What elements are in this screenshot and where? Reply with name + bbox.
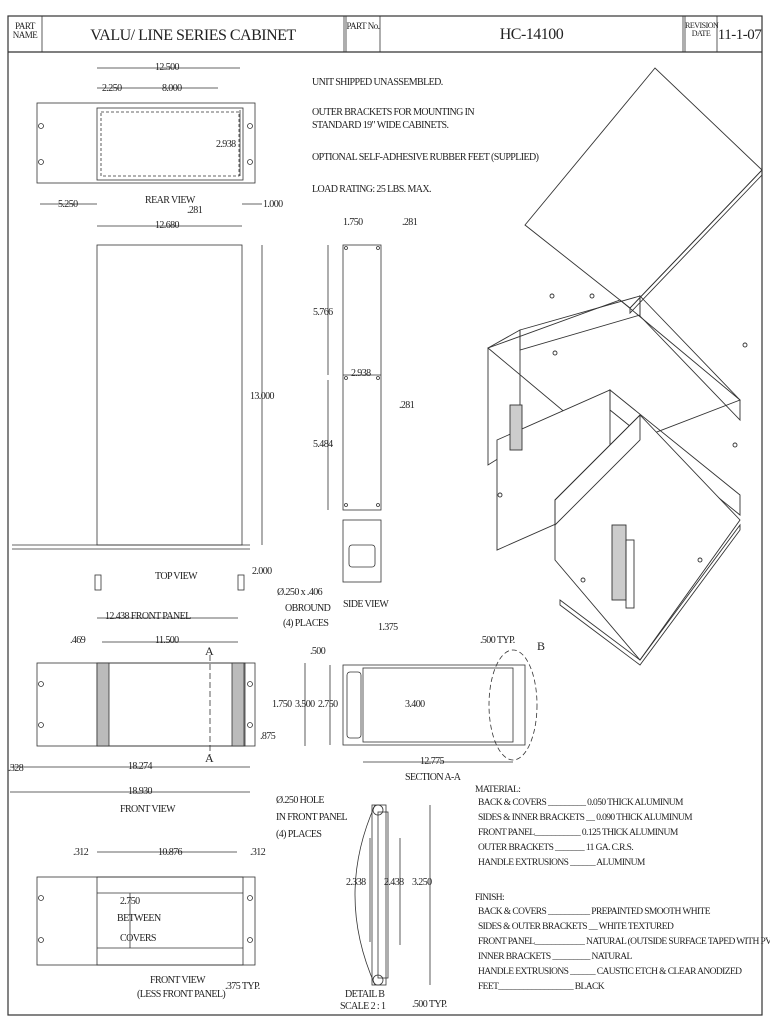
- detail-b-drawing: [354, 804, 431, 986]
- dimension: 3.500: [295, 699, 315, 710]
- dimension: .500 TYP.: [412, 999, 447, 1010]
- finish-row: SIDES & OUTER BRACKETS __ WHITE TEXTURED: [478, 922, 674, 932]
- note: LOAD RATING: 25 LBS. MAX.: [312, 184, 432, 195]
- view-title-front: FRONT VIEW: [120, 804, 176, 815]
- finish-row: HANDLE EXTRUSIONS ______ CAUSTIC ETCH & …: [478, 967, 742, 977]
- dimension: 3.250: [412, 877, 432, 888]
- callout: OBROUND: [285, 603, 331, 614]
- dimension: .500: [310, 646, 326, 657]
- dimension: 12.500: [155, 62, 180, 73]
- top-view-drawing: [12, 225, 263, 591]
- view-title-section: SECTION A-A: [405, 772, 461, 783]
- dimension: 2.000: [252, 566, 272, 577]
- sheet-border: [7, 15, 763, 1016]
- view-title-top: TOP VIEW: [155, 571, 198, 582]
- dimension: 2.438: [384, 877, 404, 888]
- dimension: 8.000: [162, 83, 182, 94]
- dimension: 18.274: [128, 761, 153, 772]
- note: UNIT SHIPPED UNASSEMBLED.: [312, 77, 443, 88]
- dimension: 1.750: [272, 699, 292, 710]
- view-title-rear: REAR VIEW: [145, 195, 195, 206]
- dimension: .469: [70, 635, 86, 646]
- part-number: HC-14100: [499, 26, 564, 43]
- dimension: .281: [187, 205, 203, 216]
- dimension: 2.750: [318, 699, 338, 710]
- dimension: 12.775: [420, 756, 445, 767]
- finish-row: INNER BRACKETS _________ NATURAL: [478, 952, 632, 962]
- note: OUTER BRACKETS FOR MOUNTING IN: [312, 107, 475, 118]
- dimension: 1.375: [378, 622, 398, 633]
- note: OPTIONAL SELF-ADHESIVE RUBBER FEET (SUPP…: [312, 152, 539, 163]
- dimension: .281: [402, 217, 418, 228]
- dimension: 10.876: [158, 847, 183, 858]
- part-name: VALU/ LINE SERIES CABINET: [90, 27, 296, 44]
- dimension: .281: [399, 400, 415, 411]
- dimension: .375 TYP.: [225, 981, 260, 992]
- section-marker: A: [205, 751, 214, 765]
- isometric-exploded-view: [487, 67, 763, 666]
- dimension: 2.938: [216, 139, 236, 150]
- view-title-detail: DETAIL B: [345, 989, 385, 1000]
- material-title: MATERIAL:: [475, 785, 521, 795]
- dimension: 2.750: [120, 896, 140, 907]
- dimension: 12.438 FRONT PANEL: [105, 611, 191, 622]
- callout: Ø.250 HOLE: [276, 795, 324, 806]
- view-title-front-less: FRONT VIEW: [150, 975, 206, 986]
- front-view-drawing: [10, 617, 306, 793]
- dimension: 1.000: [263, 199, 283, 210]
- note: STANDARD 19" WIDE CABINETS.: [312, 120, 449, 131]
- material-row: OUTER BRACKETS _______ 11 GA. C.R.S.: [478, 843, 634, 853]
- dimension: 2.250: [102, 83, 122, 94]
- material-row: BACK & COVERS _________ 0.050 THICK ALUM…: [478, 798, 683, 808]
- dimension: 5.484: [313, 439, 333, 450]
- dimension: .312: [73, 847, 89, 858]
- dimension: .312: [250, 847, 266, 858]
- dimension: 2.338: [346, 877, 366, 888]
- part-name-label: PART NAME: [12, 21, 38, 41]
- dimension: 13.000: [250, 391, 275, 402]
- dimension: .500 TYP.: [480, 635, 515, 646]
- dimension: 11.500: [155, 635, 179, 646]
- material-row: FRONT PANEL___________ 0.125 THICK ALUMI…: [478, 828, 678, 838]
- dimension: 12.680: [155, 220, 180, 231]
- callout: Ø.250 x .406: [277, 587, 323, 598]
- view-title-side: SIDE VIEW: [343, 599, 389, 610]
- front-view-less-panel-drawing: [36, 851, 256, 966]
- callout: (4) PLACES: [276, 829, 322, 840]
- section-marker: A: [205, 644, 214, 658]
- finish-row: BACK & COVERS __________ PREPAINTED SMOO…: [478, 907, 711, 917]
- finish-row: FRONT PANEL____________ NATURAL (OUTSIDE…: [478, 937, 770, 947]
- dimension: 2.938: [351, 368, 371, 379]
- side-view-drawing: [327, 244, 382, 583]
- rear-view-drawing: [36, 67, 262, 205]
- material-row: SIDES & INNER BRACKETS __ 0.090 THICK AL…: [478, 813, 693, 823]
- dimension: .875: [260, 731, 276, 742]
- finish-row: FEET__________________ BLACK: [478, 982, 605, 992]
- part-no-label: PART No.: [346, 21, 380, 31]
- dimension: 18.930: [128, 786, 153, 797]
- callout: (4) PLACES: [283, 618, 329, 629]
- detail-marker: B: [537, 639, 545, 653]
- callout: IN FRONT PANEL: [276, 812, 348, 823]
- material-row: HANDLE EXTRUSIONS ______ ALUMINUM: [478, 858, 645, 868]
- dimension: 5.766: [313, 307, 333, 318]
- detail-scale: SCALE 2 : 1: [340, 1001, 386, 1012]
- finish-title: FINISH:: [475, 893, 505, 903]
- dimension: 1.750: [343, 217, 363, 228]
- view-title-front-less-sub: (LESS FRONT PANEL): [137, 989, 226, 1000]
- revision-date-label: REVISION DATE: [685, 21, 719, 39]
- dimension-note: COVERS: [120, 933, 156, 944]
- dimension: 3.400: [405, 699, 425, 710]
- revision-date: 11-1-07: [717, 27, 762, 43]
- dimension: 5.250: [58, 199, 78, 210]
- dimension-note: BETWEEN: [117, 913, 161, 924]
- dimension: .328: [8, 763, 24, 774]
- section-a-a-drawing: [329, 649, 538, 763]
